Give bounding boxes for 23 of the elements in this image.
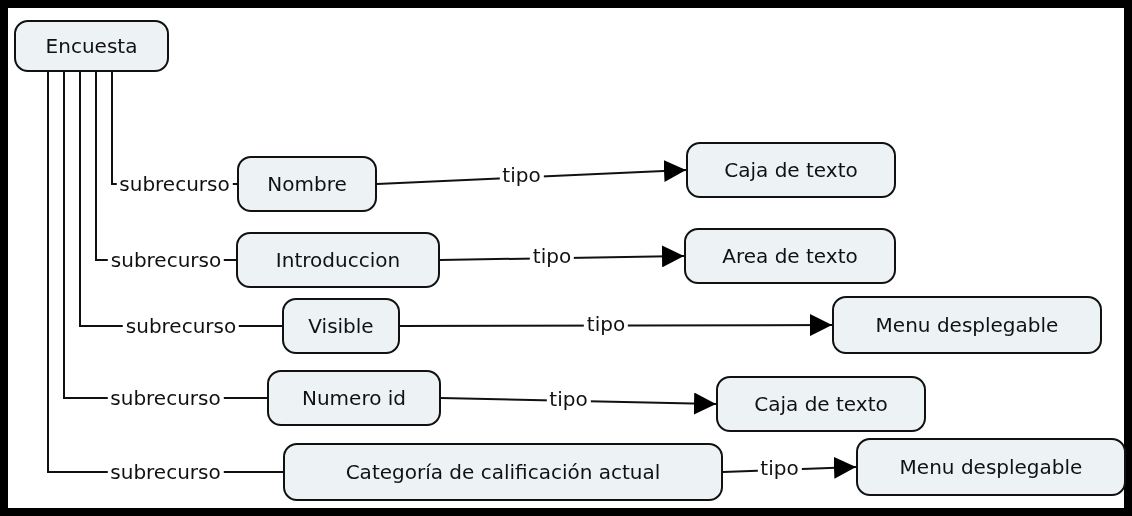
concept-box — [14, 20, 169, 72]
concept-box — [832, 296, 1102, 354]
concept-box — [684, 228, 896, 284]
concept-label: Categoría de calificación actual — [345, 460, 661, 484]
concept-label: Visible — [308, 314, 374, 338]
concept-label: Menu desplegable — [899, 455, 1083, 479]
connector-line — [399, 314, 833, 337]
concept-label: Nombre — [267, 172, 347, 196]
concept-label: Menu desplegable — [875, 313, 1059, 337]
concept-box — [282, 298, 400, 354]
concept-box — [236, 232, 440, 288]
concept-label: Introduccion — [275, 248, 401, 272]
concept-label: Caja de texto — [754, 392, 888, 416]
concept-box — [686, 142, 896, 198]
concept-box — [856, 438, 1126, 496]
concept-label: Encuesta — [45, 34, 138, 58]
concept-label: Area de texto — [722, 244, 858, 268]
concept-box — [283, 443, 723, 501]
concept-box — [716, 376, 926, 432]
concept-box — [237, 156, 377, 212]
concept-box — [267, 370, 441, 426]
concept-label: Caja de texto — [724, 158, 858, 182]
concept-label: Numero id — [301, 386, 407, 410]
